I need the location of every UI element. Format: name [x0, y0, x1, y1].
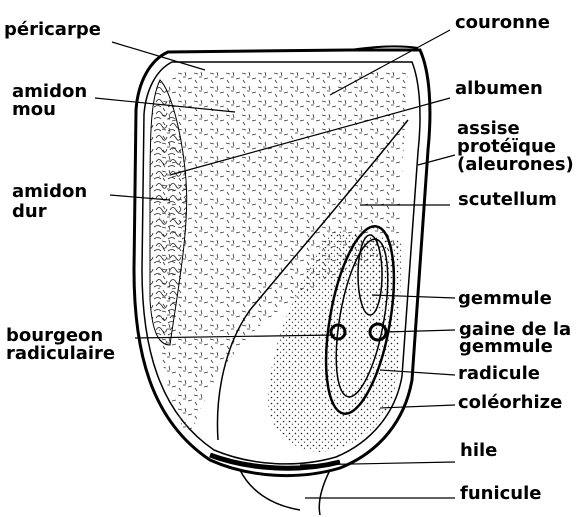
label-pericarpe: péricarpe — [4, 21, 101, 39]
label-scutellum: scutellum — [458, 191, 557, 209]
label-assise-line3: (aleurones) — [457, 156, 574, 174]
label-bourgeon-line2: radiculaire — [6, 345, 115, 363]
label-hile: hile — [460, 442, 497, 460]
label-couronne: couronne — [455, 14, 550, 32]
label-albumen: albumen — [455, 80, 543, 98]
label-gemmule: gemmule — [458, 290, 552, 308]
label-amidon-mou-line2: mou — [12, 101, 56, 119]
label-funicule: funicule — [460, 485, 542, 503]
gemmule-shape — [358, 235, 382, 315]
label-amidon-dur-line2: dur — [12, 203, 47, 221]
label-amidon-dur-line1: amidon — [12, 183, 87, 201]
label-coleorhize: coléorhize — [458, 394, 562, 412]
label-gaine-line2: gemmule — [459, 338, 553, 356]
label-radicule: radicule — [458, 365, 540, 383]
